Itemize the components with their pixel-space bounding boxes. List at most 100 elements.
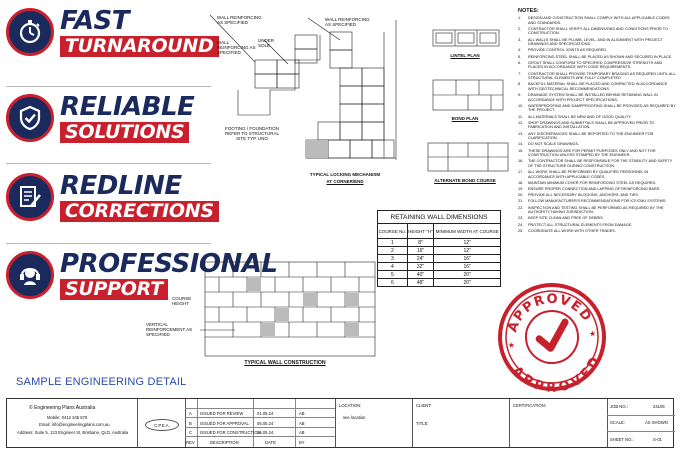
rev-description: ISSUED FOR REVIEW xyxy=(200,411,244,416)
table-cell: 6 xyxy=(377,278,408,287)
feature-subtitle: SUPPORT xyxy=(60,278,168,300)
wall-reinforcing-label-1: WALL REINFORCING AS SPECIFIED xyxy=(217,15,262,25)
rev-description: ISSUED FOR APPROVAL xyxy=(200,420,249,426)
company-address: Address: Suite 5, 123 Engineer St, Brisb… xyxy=(17,430,129,435)
wall-reinforcing-label-3: WALL REINFORCING AS SPECIFIED xyxy=(325,17,370,27)
rev-letter: C xyxy=(189,430,193,436)
note-item: 21.FOLLOW MANUFACTURER'S RECOMMENDATIONS… xyxy=(518,199,667,204)
table-cell: 16" xyxy=(433,254,501,263)
note-item: 16.THE CONTRACTOR SHALL BE RESPONSIBLE F… xyxy=(518,159,673,168)
divider xyxy=(6,243,211,244)
wall-construction-drawing xyxy=(200,261,376,357)
divider xyxy=(6,163,211,164)
note-item: 9.DRAINAGE SYSTEM SHALL BE INSTALLED BEH… xyxy=(518,93,658,102)
feature-subtitle: TURNAROUND xyxy=(60,35,219,57)
vertical-reinforcement-label: VERTICAL REINFORCEMENT AS SPECIFIED xyxy=(146,322,193,337)
sample-title: SAMPLE ENGINEERING DETAIL xyxy=(16,376,187,388)
table-cell: 2 xyxy=(377,246,408,255)
scale-label: SCALE: xyxy=(610,420,625,425)
job-no-label: JOB NO.: xyxy=(610,404,628,409)
rev-by: AB xyxy=(299,411,305,416)
location-label: LOCATION: xyxy=(339,403,362,408)
sheet-no: S-01 xyxy=(653,437,662,442)
alternate-bond-title: ALTERNATE BOND COURSE xyxy=(434,178,496,183)
feature-title: REDLINE xyxy=(60,170,182,201)
client-label: CLIENT: xyxy=(416,403,432,408)
note-item: 20.PROVIDE ALL NECESSARY BLOCKING, ANCHO… xyxy=(518,193,639,198)
course-height-label: COURSE HEIGHT xyxy=(172,296,192,306)
feature-title: RELIABLE xyxy=(60,91,195,122)
feature-fast-turnaround: FAST TURNAROUND xyxy=(6,6,219,58)
rev-by: AB xyxy=(299,420,305,426)
rev-description: ISSUED FOR CONSTRUCTION xyxy=(200,430,261,436)
alternate-bond-drawing xyxy=(427,142,509,172)
table-cell: 1 xyxy=(377,238,408,247)
table-cell: 20" xyxy=(433,270,501,279)
headset-icon xyxy=(6,251,54,299)
rev-header: REV xyxy=(186,439,195,445)
title-label: TITLE: xyxy=(416,421,429,426)
company-name: © Engineering Plans Australia xyxy=(29,405,96,411)
bond-plan-title: BOND PLAN xyxy=(451,116,479,121)
svg-text:APPROVED: APPROVED xyxy=(508,352,607,392)
feature-title: PROFESSIONAL xyxy=(60,248,278,279)
rev-by: AB xyxy=(299,430,305,436)
shield-check-icon xyxy=(6,94,54,142)
note-item: 18.MAINTAIN MINIMUM COVER FOR REINFORCIN… xyxy=(518,180,657,185)
rev-header: DATE xyxy=(265,439,276,445)
rev-letter: B xyxy=(189,420,192,426)
svg-text:★: ★ xyxy=(588,329,596,339)
lintel-plan-title: LINTEL PLAN xyxy=(450,53,480,58)
note-item: 6.GROUT SHALL CONFORM TO SPECIFIED COMPR… xyxy=(518,60,663,70)
note-item: 4.PROVIDE CONTROL JOINTS AS REQUIRED. xyxy=(518,48,608,53)
note-item: 22.INSPECTION AND TESTING SHALL BE PERFO… xyxy=(518,205,664,215)
feature-reliable-solutions: RELIABLE SOLUTIONS xyxy=(6,92,211,144)
table-header: COURSE No. xyxy=(377,223,408,239)
note-item: 25.COORDINATE ALL WORK WITH OTHER TRADES… xyxy=(518,228,616,233)
scale-value: AS SHOWN xyxy=(645,420,668,425)
table-cell: 5 xyxy=(377,270,408,279)
bond-plan-drawing xyxy=(432,79,504,111)
location-value: see location xyxy=(343,415,366,420)
retaining-wall-table: RETAINING WALL DIMENSIONS COURSE No. HEI… xyxy=(377,210,501,287)
rev-header: BY xyxy=(299,439,305,445)
note-item: 13.ANY DISCREPANCIES SHALL BE REPORTED T… xyxy=(518,131,654,141)
under-sole-label: UNDER SOLE xyxy=(258,38,275,48)
note-item: 24.PROTECT ALL STRUCTURAL ELEMENTS FROM … xyxy=(518,222,633,227)
job-no: 24105 xyxy=(653,404,665,409)
checkmark-icon xyxy=(535,318,569,352)
table-cell: 8" xyxy=(406,238,435,247)
table-header: MINIMUM WIDTH AT COURSE xyxy=(433,223,501,239)
note-item: 11.ALL MATERIALS SHALL BE NEW AND OF GOO… xyxy=(518,114,632,119)
note-item: 14.DO NOT SCALE DRAWINGS. xyxy=(518,142,580,147)
note-item: 19.ENSURE PROPER CONNECTION AND LAPPING … xyxy=(518,187,661,192)
notes-title: NOTES: xyxy=(518,8,539,14)
rev-letter: A xyxy=(189,411,192,416)
company-email: Email: info@engineeringplans.com.au xyxy=(39,422,110,427)
table-cell: 4 xyxy=(377,262,408,271)
table-cell: 20" xyxy=(433,278,501,287)
note-item: 5.REINFORCING STEEL SHALL BE PLACED AS S… xyxy=(518,54,673,59)
table-cell: 3 xyxy=(377,254,408,263)
note-item: 10.WATERPROOFING AND DAMPPROOFING SHALL … xyxy=(518,103,676,113)
table-cell: 16" xyxy=(433,262,501,271)
table-cell: 24" xyxy=(406,254,435,263)
note-item: 15.THESE DRAWINGS ARE FOR PERMIT PURPOSE… xyxy=(518,148,656,158)
table-cell: 40" xyxy=(406,270,435,279)
feature-title: FAST xyxy=(60,5,129,36)
locking-title: TYPICAL LOCKING MECHANISM xyxy=(309,172,381,177)
note-item: 23.KEEP SITE CLEAN AND FREE OF DEBRIS. xyxy=(518,216,604,221)
wall-reinforcing-label-2: WALL REINFORCING AS SPECIFIED xyxy=(217,40,256,55)
note-item: 2.CONTRACTOR SHALL VERIFY ALL DIMENSIONS… xyxy=(518,26,668,36)
feature-redline-corrections: REDLINE CORRECTIONS xyxy=(6,171,219,223)
company-mobile: Mobile: 0412 345 678 xyxy=(47,415,88,420)
lintel-plan-drawing xyxy=(432,29,500,47)
table-cell: 12" xyxy=(433,238,501,247)
table-cell: 32" xyxy=(406,262,435,271)
rev-date: 05.05.24 xyxy=(257,420,274,426)
notes-list: 1.DESIGN AND CONSTRUCTION SHALL COMPLY W… xyxy=(518,16,676,235)
table-caption: RETAINING WALL DIMENSIONS xyxy=(377,210,501,224)
